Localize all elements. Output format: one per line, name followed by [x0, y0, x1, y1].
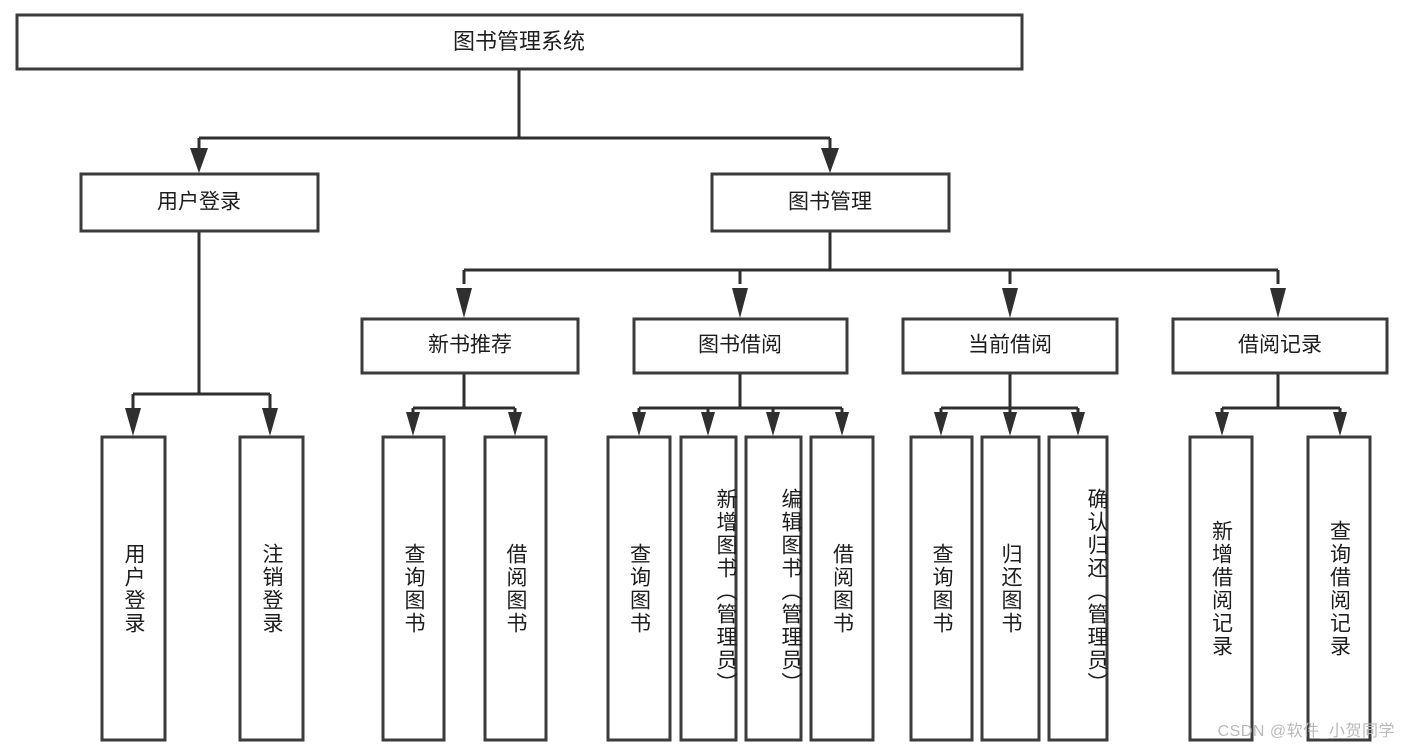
current-borrow-box[interactable]	[901, 317, 1119, 375]
arrow-book-borrow-leaf-3	[766, 412, 780, 436]
arrow-to-user-login	[190, 148, 208, 173]
arrow-user-login-leaf-1	[125, 408, 141, 436]
borrow-record-box[interactable]	[1171, 317, 1389, 375]
arrow-new-book-leaf-1	[406, 412, 420, 436]
connectors	[125, 70, 1347, 436]
leaf-box-record-query[interactable]	[1306, 435, 1372, 742]
node-borrow-record[interactable]: 借阅记录	[1171, 317, 1389, 375]
current-borrow-label: 当前借阅	[968, 334, 1052, 357]
leaf-box-user-login[interactable]	[100, 435, 167, 742]
node-root[interactable]: 图书管理系统	[15, 13, 1024, 71]
arrow-current-borrow-leaf-1	[934, 412, 948, 436]
arrow-to-new-book	[456, 288, 472, 318]
arrow-to-book-borrow	[732, 288, 748, 318]
leaf-box-newbook-query[interactable]	[381, 435, 446, 742]
leaf-box-borrow-lend[interactable]	[809, 435, 875, 742]
node-current-borrow[interactable]: 当前借阅	[901, 317, 1119, 375]
leaf-boxes	[100, 435, 1372, 742]
arrow-to-current-borrow	[1002, 288, 1018, 318]
arrow-book-borrow-leaf-1	[632, 412, 646, 436]
leaf-box-borrow-query[interactable]	[606, 435, 672, 742]
leaf-box-newbook-borrow[interactable]	[483, 435, 548, 742]
leaf-box-logout[interactable]	[238, 435, 305, 742]
leaf-box-borrow-add[interactable]	[679, 435, 738, 742]
arrow-to-borrow-record	[1270, 288, 1286, 318]
leaf-box-current-confirm[interactable]	[1047, 435, 1109, 742]
arrow-borrow-record-leaf-1	[1215, 412, 1229, 436]
leaf-box-borrow-edit[interactable]	[744, 435, 803, 742]
leaf-box-current-return[interactable]	[980, 435, 1041, 742]
user-login-box[interactable]	[79, 172, 320, 233]
arrow-user-login-leaf-2	[262, 408, 278, 436]
arrow-to-book-mgmt	[821, 148, 839, 173]
new-book-recommend-label: 新书推荐	[428, 334, 512, 357]
leaf-box-record-add[interactable]	[1188, 435, 1254, 742]
root-label: 图书管理系统	[453, 29, 585, 54]
book-management-label: 图书管理	[788, 191, 872, 214]
book-management-box[interactable]	[710, 172, 951, 233]
leaf-box-current-query[interactable]	[909, 435, 974, 742]
book-borrow-box[interactable]	[632, 317, 849, 375]
arrow-current-borrow-leaf-3	[1071, 412, 1085, 436]
arrow-book-borrow-leaf-4	[835, 412, 849, 436]
node-book-management[interactable]: 图书管理	[710, 172, 951, 233]
arrow-book-borrow-leaf-2	[701, 412, 715, 436]
new-book-recommend-box[interactable]	[360, 317, 580, 375]
book-borrow-label: 图书借阅	[698, 334, 782, 357]
node-user-login[interactable]: 用户登录	[79, 172, 320, 233]
borrow-record-label: 借阅记录	[1238, 334, 1322, 357]
arrow-borrow-record-leaf-2	[1333, 412, 1347, 436]
arrow-new-book-leaf-2	[508, 412, 522, 436]
user-login-label: 用户登录	[157, 191, 241, 214]
node-new-book-recommend[interactable]: 新书推荐	[360, 317, 580, 375]
node-book-borrow[interactable]: 图书借阅	[632, 317, 849, 375]
root-box[interactable]	[15, 13, 1024, 71]
arrow-current-borrow-leaf-2	[1003, 412, 1017, 436]
